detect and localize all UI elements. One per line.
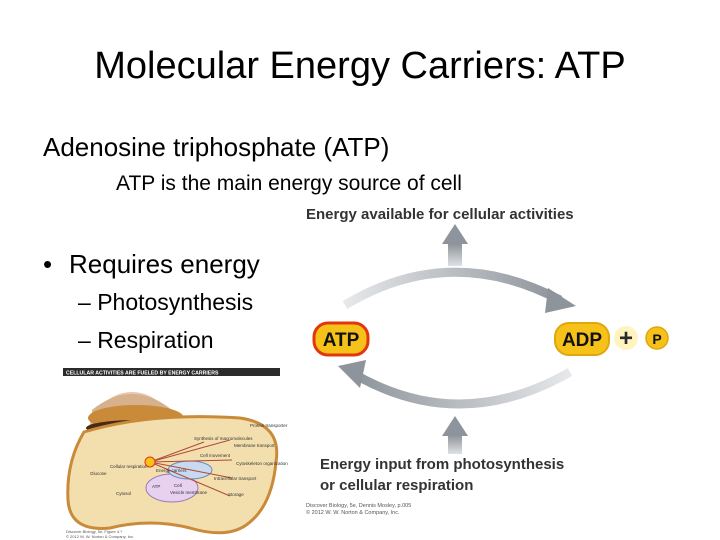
figure-credit-1: Discover Biology, 5e, Figure 4.? bbox=[66, 529, 123, 534]
figure-label: Cellular respiration bbox=[110, 464, 148, 469]
heading: Adenosine triphosphate (ATP) bbox=[43, 132, 390, 162]
atp-badge: ATP bbox=[312, 321, 370, 357]
phosphate-label: P bbox=[652, 331, 661, 347]
figure-label: ATP bbox=[152, 484, 160, 489]
figure-header: CELLULAR ACTIVITIES ARE FUELED BY ENERGY… bbox=[66, 371, 219, 377]
bottom-energy-label-1: Energy input from photosynthesis bbox=[320, 456, 564, 473]
adp-label: ADP bbox=[562, 330, 602, 351]
figure-header-bar bbox=[63, 368, 280, 376]
bullet-text: Requires energy bbox=[69, 249, 260, 279]
figure-credit-2: © 2012 W. W. Norton & Company, Inc. bbox=[66, 534, 134, 539]
cellular-activities-figure: CELLULAR ACTIVITIES ARE FUELED BY ENERGY… bbox=[63, 368, 288, 539]
cycle-credit-2: © 2012 W. W. Norton & Company, Inc. bbox=[306, 509, 400, 516]
return-arc-arrow-icon bbox=[338, 360, 573, 409]
forward-arc-arrow-icon bbox=[342, 267, 576, 313]
adp-badge: ADP bbox=[554, 322, 610, 356]
figure-label: Cell movement bbox=[200, 453, 231, 458]
figure-label: Storage bbox=[228, 492, 244, 497]
figure-label: Glucose bbox=[90, 471, 107, 476]
figure-label: Intracellular transport bbox=[214, 476, 257, 481]
up-arrow-top-icon bbox=[442, 224, 468, 266]
figure-label: Cytoskeleton organization bbox=[236, 461, 288, 466]
figure-label: Synthesis of macromolecules bbox=[194, 436, 253, 441]
figure-label: Energy carriers bbox=[156, 468, 187, 473]
figure-label: Vesicle membrane bbox=[170, 490, 208, 495]
subbullet-text: Photosynthesis bbox=[97, 289, 254, 315]
cell-image bbox=[66, 415, 279, 535]
bottom-energy-label-2: or cellular respiration bbox=[320, 477, 473, 494]
subbullet-item: – Respiration bbox=[78, 327, 214, 353]
plus-icon: + bbox=[614, 325, 638, 352]
figure-label: Cell bbox=[174, 483, 182, 488]
bullet-dot-icon: • bbox=[43, 249, 53, 279]
phosphate-badge: P bbox=[645, 326, 669, 350]
slide-title: Molecular Energy Carriers: ATP bbox=[94, 45, 626, 87]
figure-label: Cytosol bbox=[116, 491, 131, 496]
subbullet-item: – Photosynthesis bbox=[78, 289, 254, 315]
up-arrow-bottom-icon bbox=[442, 416, 468, 454]
bullet-item: • Requires energy bbox=[43, 247, 260, 281]
figure-label: Membrane transport bbox=[234, 443, 275, 448]
cycle-credit-1: Discover Biology, 5e, Dennis Mosley, p.0… bbox=[306, 503, 411, 509]
plus-sign: + bbox=[619, 325, 633, 352]
figure-label: Protein transporter bbox=[250, 423, 288, 428]
atp-label: ATP bbox=[323, 330, 360, 351]
subbullet-text: Respiration bbox=[97, 327, 214, 353]
top-energy-label: Energy available for cellular activities bbox=[306, 206, 574, 223]
subheading: ATP is the main energy source of cell bbox=[116, 172, 462, 195]
